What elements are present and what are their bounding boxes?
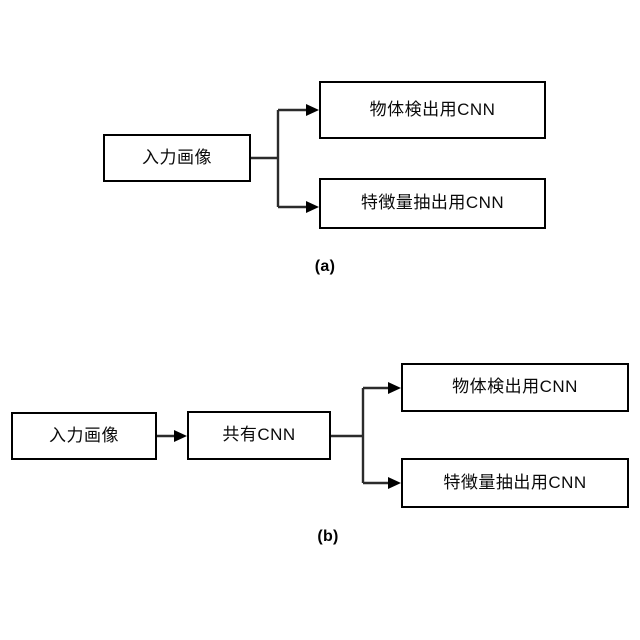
arrowhead-b-detection [388,382,401,394]
node-label: 物体検出用CNN [369,99,496,119]
arrowhead-b-shared [174,430,187,442]
panel-b-caption: (b) [317,528,339,545]
node-b-feature-extraction-cnn: 特徴量抽出用CNN [401,458,629,508]
arrowhead-b-feature [388,477,401,489]
node-label: 特徴量抽出用CNN [443,472,587,492]
panel-a-caption: (a) [314,258,336,275]
node-a-object-detection-cnn: 物体検出用CNN [319,81,546,139]
node-label: 共有CNN [222,425,296,445]
node-label: 入力画像 [49,425,119,445]
node-label: 入力画像 [142,147,212,167]
node-label: 物体検出用CNN [452,377,578,397]
node-a-input-image: 入力画像 [103,134,251,182]
node-b-input-image: 入力画像 [11,412,157,460]
node-b-object-detection-cnn: 物体検出用CNN [401,363,629,412]
node-a-feature-extraction-cnn: 特徴量抽出用CNN [319,178,546,229]
arrowhead-a-detection [306,104,319,116]
node-b-shared-cnn: 共有CNN [187,411,331,460]
arrowhead-a-feature [306,201,319,213]
node-label: 特徴量抽出用CNN [360,193,505,213]
